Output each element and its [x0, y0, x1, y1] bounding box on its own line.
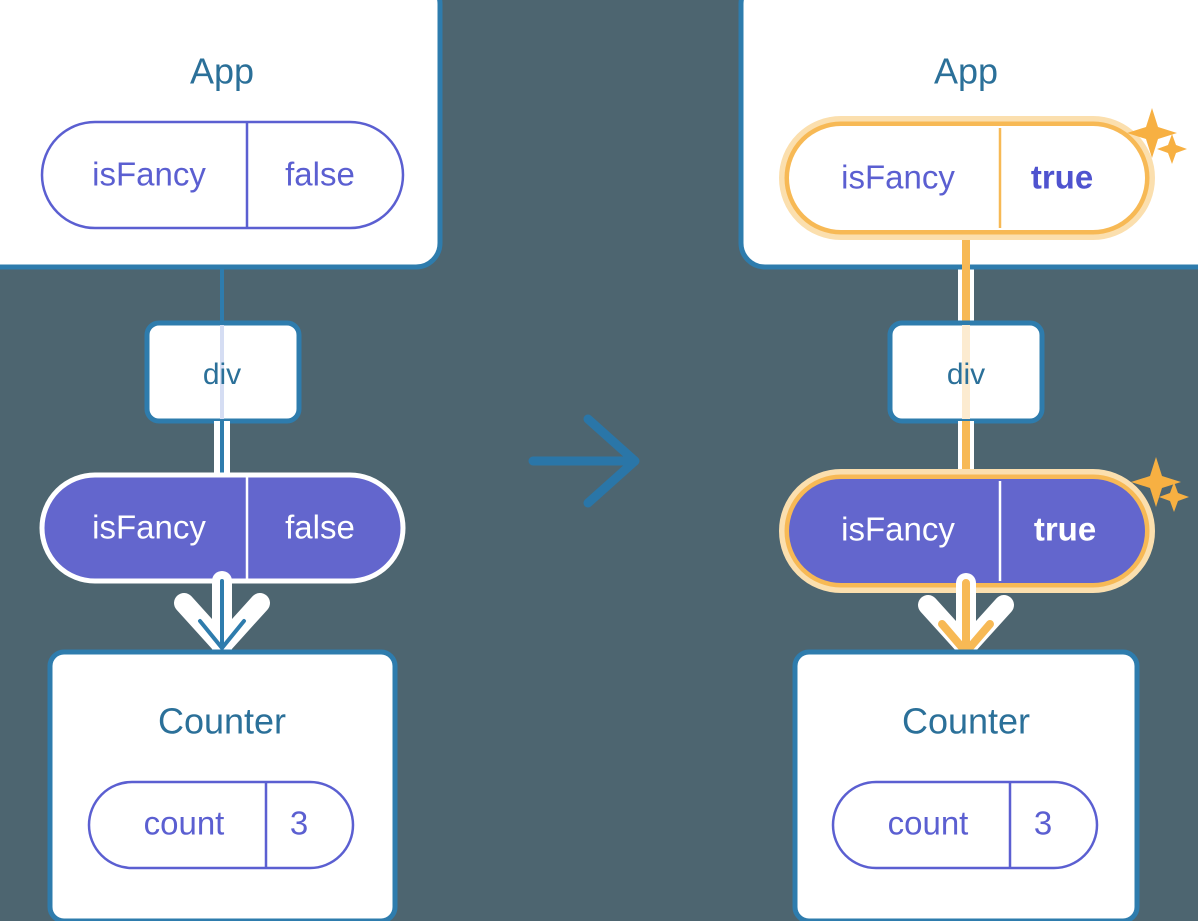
counter-title-left: Counter: [158, 701, 286, 742]
app-state-pill-left: isFancy false: [40, 120, 405, 230]
arrow-prop-to-counter-right: [918, 573, 1014, 660]
counter-state-pill-value-left: 3: [290, 805, 308, 842]
div-card-left: div: [144, 320, 302, 424]
app-state-pill-key-left: isFancy: [92, 156, 206, 193]
counter-state-pill-right: count 3: [831, 780, 1099, 870]
app-state-pill-right: isFancy true: [779, 116, 1155, 240]
app-state-pill-key-right: isFancy: [841, 159, 955, 196]
sparkle-icon-prop-right: [1131, 457, 1189, 512]
app-state-pill-value-right: true: [1031, 159, 1093, 196]
prop-pill-right: isFancy true: [779, 469, 1155, 593]
div-card-right: div: [887, 320, 1045, 424]
app-state-pill-value-left: false: [285, 156, 355, 193]
counter-state-pill-value-right: 3: [1034, 805, 1052, 842]
counter-title-right: Counter: [902, 701, 1030, 742]
prop-pill-value-left: false: [285, 509, 355, 546]
div-label-left: div: [203, 358, 241, 391]
panel-before: App isFancy false div: [0, 0, 443, 921]
prop-pill-left: isFancy false: [39, 472, 406, 584]
app-title-left: App: [190, 51, 254, 92]
panel-after: App isFancy true: [738, 0, 1198, 921]
prop-pill-key-left: isFancy: [92, 509, 206, 546]
counter-state-pill-left: count 3: [87, 780, 355, 870]
prop-pill-value-right: true: [1034, 511, 1096, 548]
counter-state-pill-key-left: count: [144, 805, 225, 842]
sparkle-icon-app-right: [1127, 108, 1187, 164]
arrow-right-icon: [528, 414, 640, 508]
arrow-prop-to-counter-left: [174, 571, 270, 658]
prop-pill-key-right: isFancy: [841, 511, 955, 548]
counter-state-pill-key-right: count: [888, 805, 969, 842]
app-title-right: App: [934, 51, 998, 92]
div-label-right: div: [947, 358, 985, 391]
